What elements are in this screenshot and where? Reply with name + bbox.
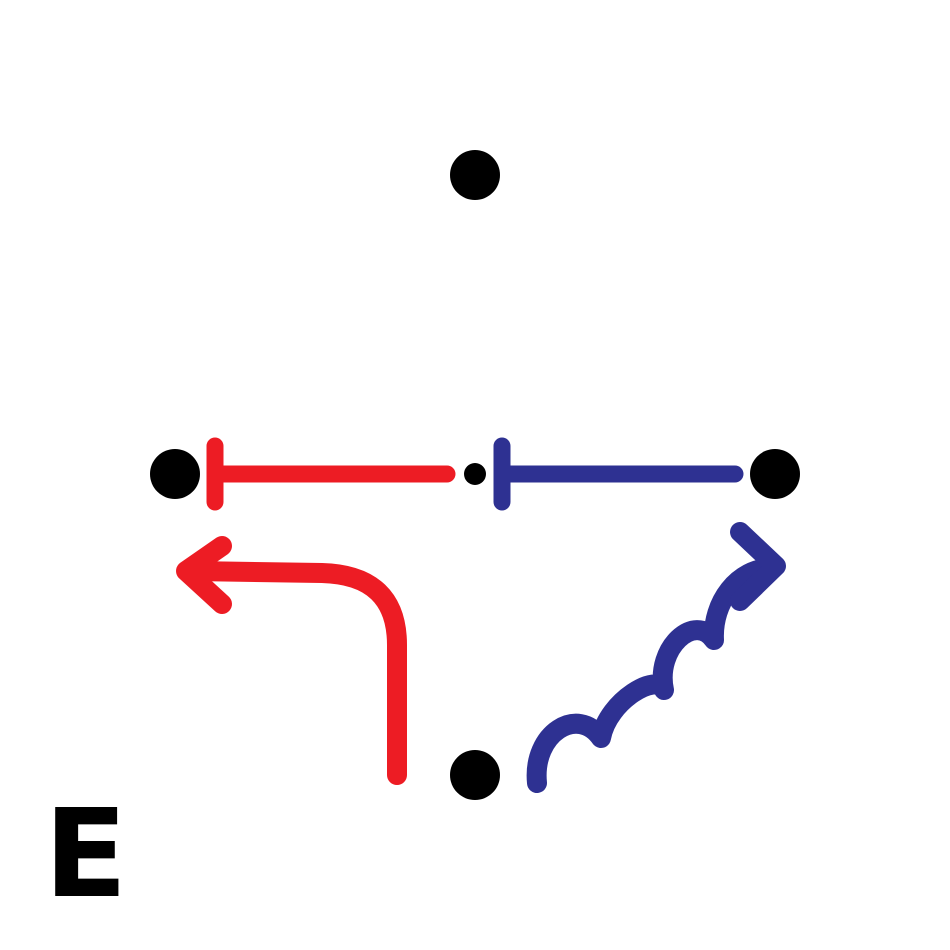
left-node (150, 449, 200, 499)
right-node (750, 449, 800, 499)
bottom-node (450, 750, 500, 800)
red-bent-arrow-edge (176, 536, 407, 785)
center-node (464, 463, 486, 485)
blue-wavy-arrow-edge (526, 522, 786, 793)
red-inhibition-edge (206, 437, 456, 511)
blue-inhibition-edge (493, 437, 744, 511)
panel-label: E (44, 783, 127, 925)
top-node (450, 150, 500, 200)
